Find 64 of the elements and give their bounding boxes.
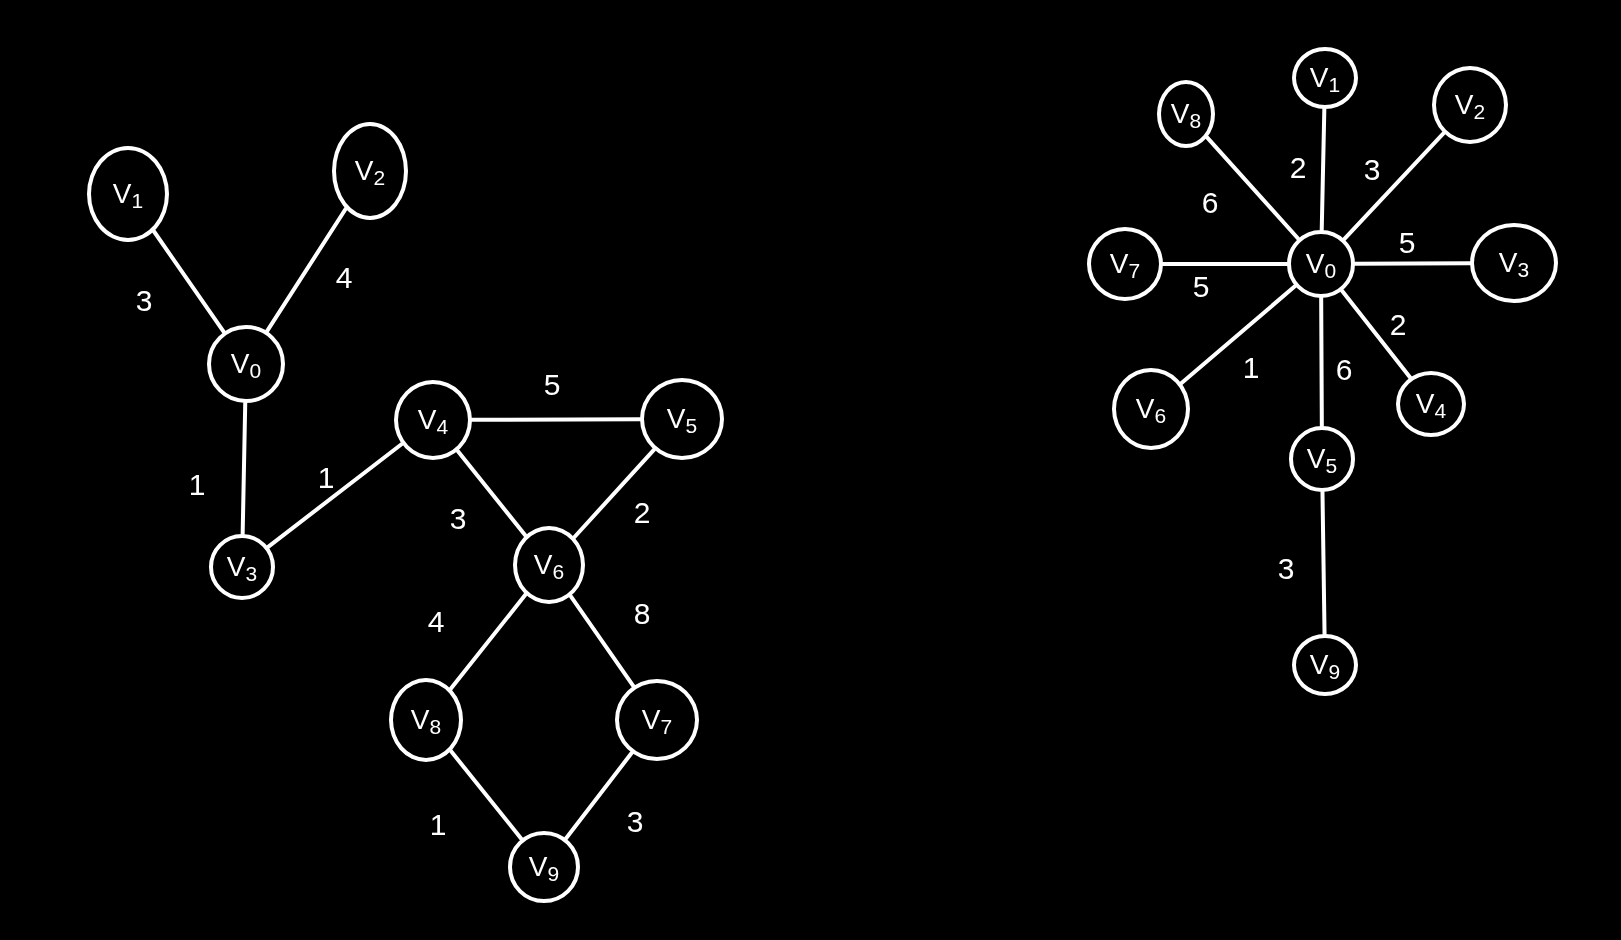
edge-label: 5	[1192, 272, 1210, 302]
node-label: V$_{1}$	[112, 180, 144, 208]
node-label: V$_{6}$	[533, 551, 565, 579]
node-label: V$_{9}$	[528, 853, 560, 881]
edge-label: 6	[1201, 188, 1219, 218]
edge-line	[455, 448, 528, 538]
node-label: V$_{3}$	[1498, 249, 1530, 277]
edge-line	[151, 229, 226, 334]
node-label: V$_{8}$	[1170, 100, 1202, 128]
node-label: V$_{0}$	[1305, 250, 1337, 278]
edge-label: 2	[1289, 153, 1307, 183]
edge-line	[1161, 262, 1289, 266]
node-label: V$_{7}$	[641, 706, 673, 734]
edge-label: 4	[335, 263, 353, 293]
node-label: V$_{7}$	[1109, 250, 1141, 278]
edge-line	[1353, 261, 1472, 266]
node-circle	[1287, 230, 1355, 298]
edge-line	[1179, 284, 1298, 386]
edge-line	[448, 592, 528, 691]
edge-label: 3	[135, 286, 153, 316]
node-label: V$_{2}$	[1454, 91, 1486, 119]
edge-line	[1319, 296, 1324, 428]
edge-label: 3	[449, 504, 467, 534]
edge-label: 6	[1335, 355, 1353, 385]
node-circle	[513, 526, 585, 604]
node-circle	[1157, 80, 1215, 148]
node-label: V$_{1}$	[1309, 64, 1341, 92]
edge-label: 3	[626, 807, 644, 837]
edge-line	[572, 447, 657, 540]
edge-line	[470, 417, 642, 422]
node-label: V$_{4}$	[417, 406, 449, 434]
edge-label: 1	[1242, 353, 1260, 383]
edge-label: 4	[427, 607, 445, 637]
edge-label: 2	[633, 498, 651, 528]
edge-label: 2	[1389, 310, 1407, 340]
edge-line	[568, 594, 636, 689]
node-label: V$_{6}$	[1135, 395, 1167, 423]
edge-line	[563, 750, 634, 841]
edge-label: 3	[1363, 155, 1381, 185]
edge-line	[240, 401, 248, 536]
edge-label: 1	[429, 810, 447, 840]
node-circle	[389, 678, 463, 762]
edge-line	[1320, 490, 1327, 636]
edge-label: 8	[633, 599, 651, 629]
edge-line	[1342, 131, 1446, 242]
edge-line	[265, 206, 348, 334]
node-label: V$_{0}$	[230, 350, 262, 378]
edge-label: 3	[1277, 554, 1295, 584]
node-label: V$_{9}$	[1309, 651, 1341, 679]
edge-line	[448, 749, 524, 841]
node-label: V$_{5}$	[1306, 445, 1338, 473]
node-label: V$_{4}$	[1415, 390, 1447, 418]
node-label: V$_{5}$	[666, 405, 698, 433]
edge-label: 1	[188, 470, 206, 500]
edge-line	[266, 442, 404, 549]
edge-line	[1205, 135, 1301, 241]
node-label: V$_{8}$	[410, 706, 442, 734]
edge-line	[1319, 107, 1327, 232]
edge-label: 5	[1398, 228, 1416, 258]
node-label: V$_{2}$	[354, 157, 386, 185]
node-label: V$_{3}$	[226, 553, 258, 581]
edge-label: 5	[543, 370, 561, 400]
edge-label: 1	[317, 463, 335, 493]
edge-line	[1340, 288, 1413, 380]
